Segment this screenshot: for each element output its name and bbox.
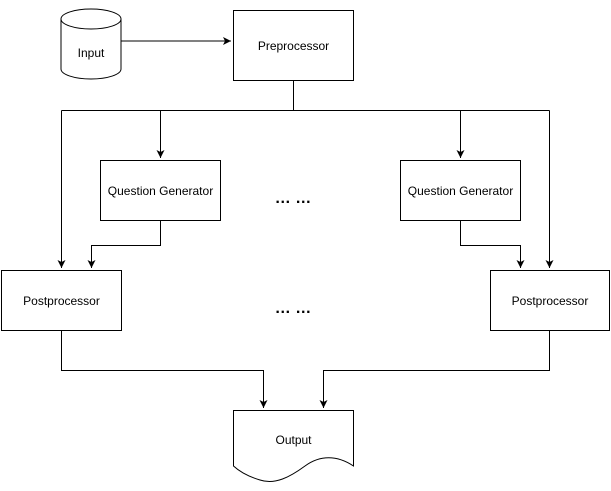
- arrow-postprocessor-right-to-output: [319, 330, 550, 408]
- preprocessor-label: Preprocessor: [258, 39, 329, 53]
- output-label: Output: [275, 433, 312, 447]
- postprocessor-right-box: [490, 270, 610, 331]
- question-generator-right-label: Question Generator: [408, 184, 513, 198]
- input-label: Input: [78, 46, 105, 60]
- output-document-shape: [233, 410, 354, 482]
- question-generator-left-node: Question Generator: [100, 160, 221, 221]
- question-generator-right-node: Question Generator: [400, 160, 521, 221]
- arrow-question-generator-left-to-postprocessor-left: [87, 220, 161, 268]
- input-cylinder-body: [60, 19, 122, 80]
- input-cylinder-top: [60, 8, 122, 30]
- preprocessor-node: Preprocessor: [233, 10, 354, 81]
- arrow-question-generator-right-to-postprocessor-right: [460, 220, 525, 268]
- postprocessor-right-label: Postprocessor: [512, 294, 589, 308]
- postprocessor-left-label: Postprocessor: [23, 294, 100, 308]
- postprocessor-left-box: [1, 270, 122, 331]
- question-generator-left-label: Question Generator: [108, 184, 213, 198]
- postprocessor-right-node: Postprocessor: [490, 270, 610, 331]
- ellipsis-top: … …: [275, 190, 311, 207]
- postprocessor-left-node: Postprocessor: [1, 270, 122, 331]
- preprocessor-box: [233, 10, 354, 81]
- input-node: Input: [60, 8, 122, 80]
- connectors: [57, 37, 554, 408]
- question-generator-right-box: [400, 160, 521, 221]
- output-node: Output: [233, 410, 354, 482]
- ellipsis-bottom: … …: [275, 300, 311, 317]
- arrow-postprocessor-left-to-output: [61, 330, 268, 408]
